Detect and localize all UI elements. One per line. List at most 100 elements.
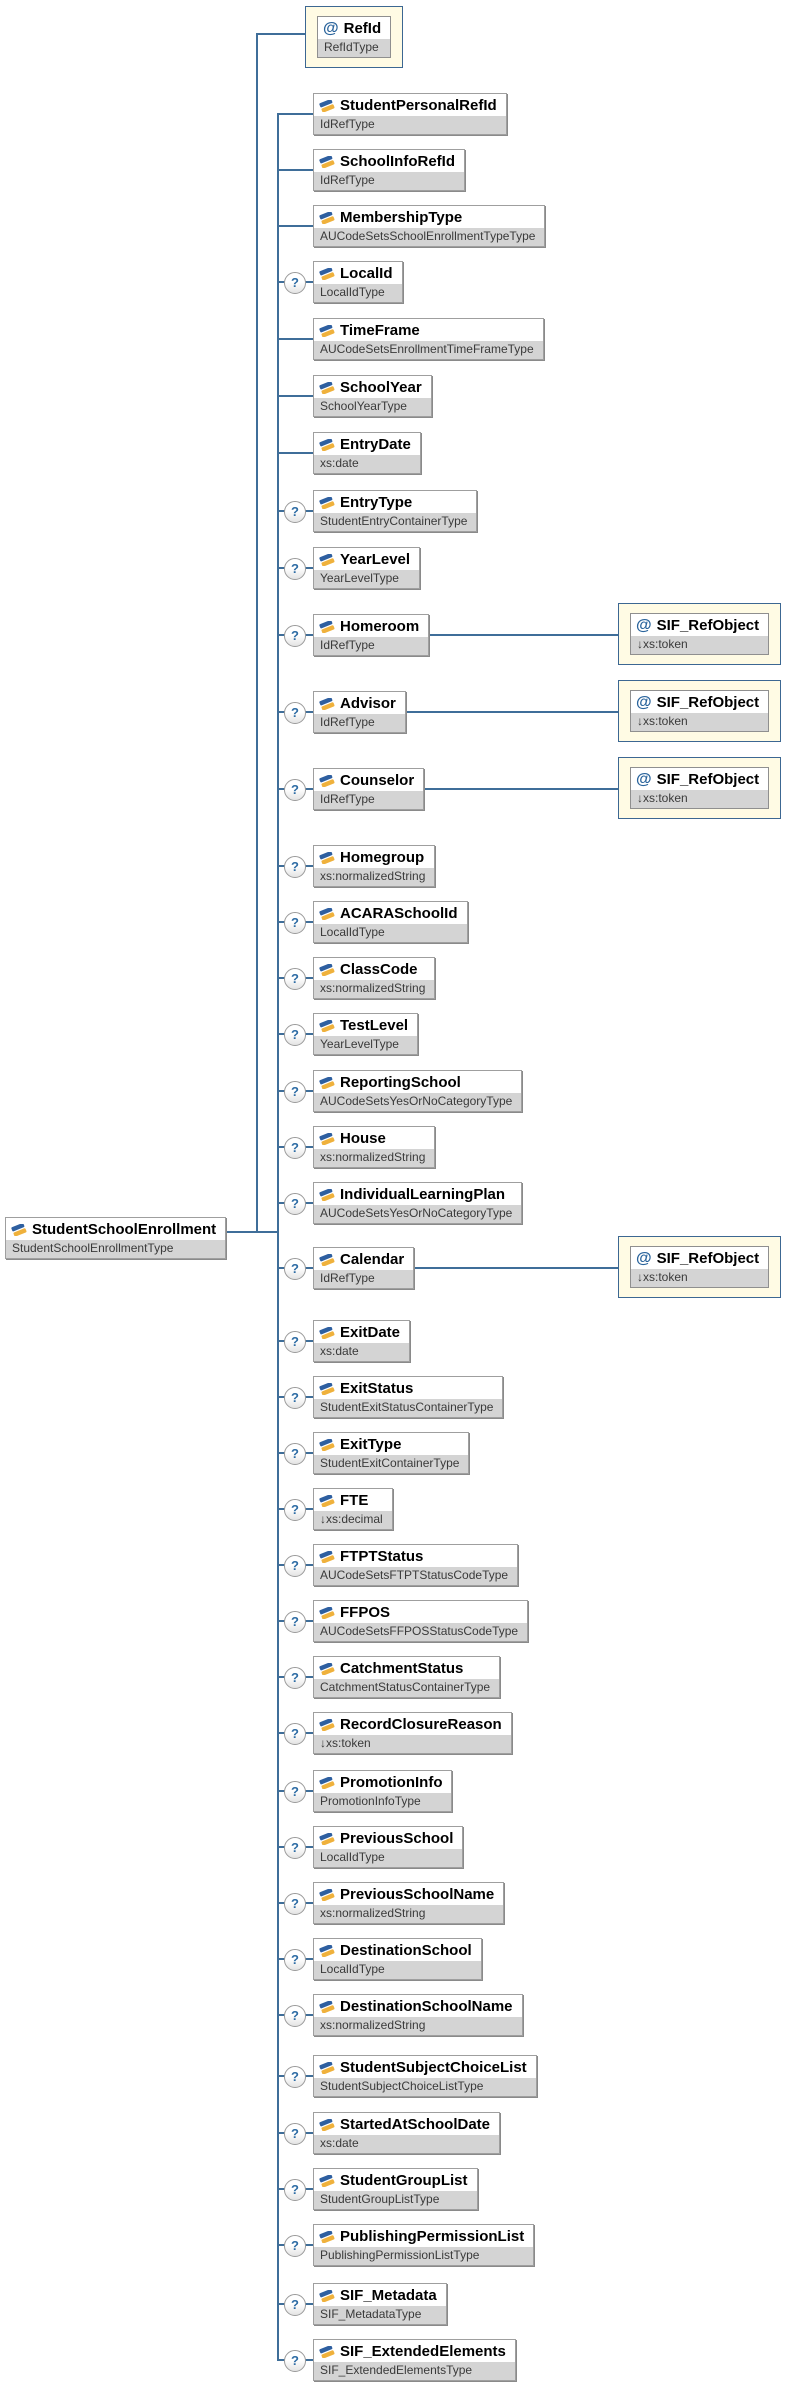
element-name: SchoolYear	[340, 379, 422, 396]
element-type: StudentSubjectChoiceListType	[314, 2078, 536, 2096]
element-name: StudentPersonalRefId	[340, 97, 497, 114]
element-name: RecordClosureReason	[340, 1716, 502, 1733]
element-title: LocalId	[314, 262, 402, 284]
element-title: ExitStatus	[314, 1377, 503, 1399]
refid-attribute-type: RefIdType	[318, 39, 391, 57]
optional-question-icon: ?	[284, 272, 306, 294]
branch-line	[277, 169, 313, 171]
sif-refobject-box-calendar[interactable]: @SIF_RefObject↓xs:token	[618, 1236, 782, 1298]
optional-question-icon: ?	[284, 1781, 306, 1803]
element-name: DestinationSchoolName	[340, 1998, 513, 2015]
optional-question-icon: ?	[284, 1137, 306, 1159]
sif-refobject-name: SIF_RefObject	[656, 1250, 760, 1267]
sif-refobject-node: @SIF_RefObject↓xs:token	[630, 767, 770, 809]
element-name: SchoolInfoRefId	[340, 153, 455, 170]
sif-refobject-node: @SIF_RefObject↓xs:token	[630, 613, 770, 655]
element-name: FFPOS	[340, 1604, 391, 1621]
element-title: YearLevel	[314, 548, 420, 570]
ref-connector-line	[424, 788, 618, 790]
element-icon	[319, 324, 335, 337]
element-name: ExitType	[340, 1436, 402, 1453]
element-name: StartedAtSchoolDate	[340, 2116, 491, 2133]
element-type: IdRefType	[314, 116, 506, 134]
element-icon	[319, 1718, 335, 1731]
element-title: Calendar	[314, 1248, 414, 1270]
element-name: EntryDate	[340, 436, 411, 453]
optional-question-icon: ?	[284, 625, 306, 647]
element-node-fte[interactable]: FTE↓xs:decimal	[313, 1488, 393, 1530]
element-icon	[11, 1223, 27, 1236]
root-element-node[interactable]: StudentSchoolEnrollment StudentSchoolEnr…	[5, 1217, 227, 1259]
sif-refobject-title: @SIF_RefObject	[631, 768, 769, 790]
element-type: YearLevelType	[314, 1036, 418, 1054]
element-title: CatchmentStatus	[314, 1657, 500, 1679]
sif-refobject-box-counselor[interactable]: @SIF_RefObject↓xs:token	[618, 757, 782, 819]
element-type: LocalIdType	[314, 1849, 463, 1867]
element-type: YearLevelType	[314, 570, 420, 588]
element-type: xs:date	[314, 455, 420, 473]
ref-connector-line	[406, 711, 618, 713]
element-title: RecordClosureReason	[314, 1713, 511, 1735]
element-title: FTE	[314, 1489, 392, 1511]
optional-question-icon: ?	[284, 1667, 306, 1689]
element-name: TestLevel	[340, 1017, 409, 1034]
element-icon	[319, 2289, 335, 2302]
element-title: SchoolInfoRefId	[314, 150, 464, 172]
element-name: PreviousSchoolName	[340, 1886, 495, 1903]
sif-refobject-box-advisor[interactable]: @SIF_RefObject↓xs:token	[618, 680, 782, 742]
refid-attribute-box[interactable]: @ RefId RefIdType	[305, 6, 404, 68]
attribute-trunk-line	[256, 33, 258, 1233]
element-node-recordclosurereason[interactable]: RecordClosureReason↓xs:token	[313, 1712, 512, 1754]
attribute-branch-line	[256, 33, 305, 35]
element-name: Calendar	[340, 1251, 405, 1268]
element-type: LocalIdType	[314, 284, 402, 302]
optional-question-icon: ?	[284, 2123, 306, 2145]
sif-refobject-type: ↓xs:token	[631, 790, 769, 808]
element-node-entrydate[interactable]: EntryDate xs:date	[313, 432, 421, 474]
sif-refobject-box-homeroom[interactable]: @SIF_RefObject↓xs:token	[618, 603, 782, 665]
element-type: IdRefType	[314, 637, 429, 655]
element-title: TimeFrame	[314, 319, 543, 341]
element-icon	[319, 99, 335, 112]
optional-question-icon: ?	[284, 2066, 306, 2088]
element-icon	[319, 1076, 335, 1089]
element-icon	[319, 1326, 335, 1339]
element-title: ExitDate	[314, 1321, 410, 1343]
